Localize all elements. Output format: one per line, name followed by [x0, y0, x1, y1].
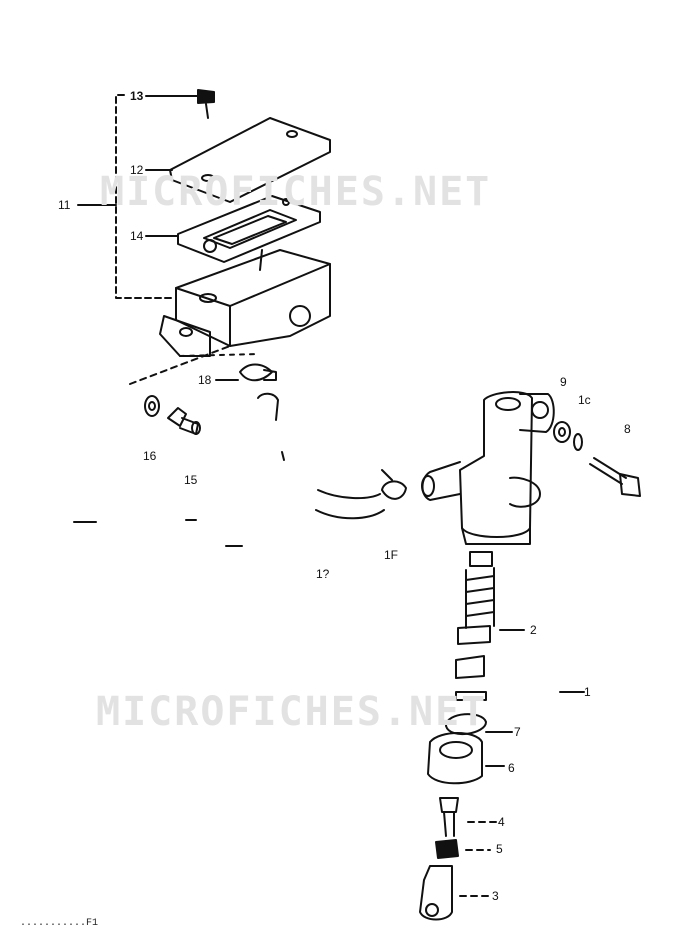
watermark-bottom: MICROFICHES.NET — [96, 689, 488, 735]
spring-2-icon — [455, 551, 525, 679]
label-1: 1 — [584, 685, 591, 699]
hose-clamp-18-icon — [215, 363, 277, 382]
label-9: 9 — [560, 375, 567, 389]
label-13: 13 — [130, 89, 144, 103]
clutch-master-cylinder-icon — [421, 391, 555, 545]
group-bracket — [115, 94, 176, 299]
label-10: 1c — [578, 393, 591, 407]
label-14: 14 — [130, 229, 144, 243]
pushrod-4-icon — [439, 797, 497, 837]
label-18-top: 18 — [198, 373, 212, 387]
label-7: 7 — [514, 725, 521, 739]
label-15: 15 — [184, 473, 198, 487]
reservoir-hose-15-icon — [257, 392, 385, 520]
label-5: 5 — [496, 842, 503, 856]
label-4: 4 — [498, 815, 505, 829]
washer-10-icon — [573, 433, 583, 451]
watermark-top: MICROFICHES.NET — [100, 169, 492, 215]
label-3: 3 — [492, 889, 499, 903]
master-cylinder-body-11-icon — [159, 249, 331, 357]
washer-16-icon — [144, 395, 160, 417]
label-17: 1? — [316, 567, 330, 581]
bolt-8-icon — [589, 457, 641, 497]
washer-9-icon — [553, 421, 571, 443]
label-16: 16 — [143, 449, 157, 463]
label-8: 8 — [624, 422, 631, 436]
reservoir-cap-12-icon — [145, 117, 331, 203]
label-11: 11 — [58, 198, 71, 212]
dust-boot-6-icon — [427, 732, 505, 785]
label-18-lower: 1F — [384, 548, 399, 562]
screw-13-icon — [145, 89, 215, 119]
hose-clamp-lower-icon — [381, 469, 407, 500]
label-12: 12 — [130, 163, 144, 177]
diaphragm-14-icon — [145, 195, 321, 263]
bolt-15-icon — [167, 407, 201, 435]
nut-5-icon — [435, 839, 491, 859]
label-6: 6 — [508, 761, 515, 775]
diagram-code: ...........F1 — [20, 918, 99, 929]
label-2: 2 — [530, 623, 537, 637]
clevis-3-icon — [419, 865, 489, 921]
